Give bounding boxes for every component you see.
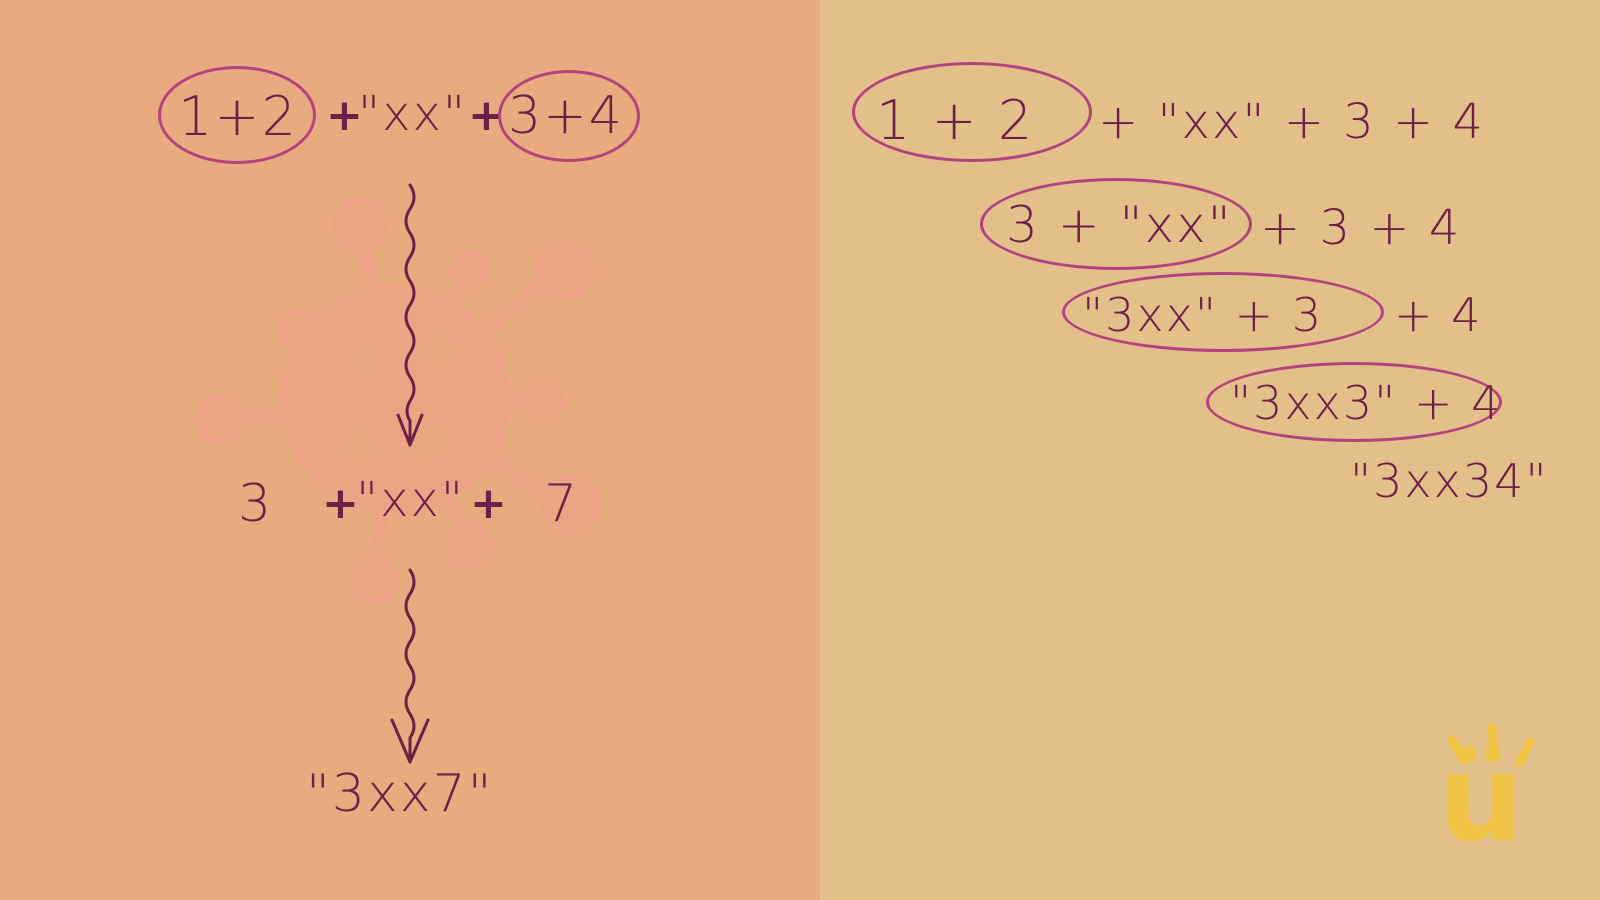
sun-rays-logo-icon (1447, 723, 1535, 767)
middle-string-literal: "xx" (356, 472, 465, 528)
step-2-rest: + 3 + 4 (1260, 200, 1462, 256)
group-b-text: 3+4 (508, 86, 624, 146)
middle-right-value: 7 (544, 474, 580, 534)
step-3-rest: + 4 (1394, 288, 1483, 342)
circle-step-2 (980, 178, 1252, 270)
step-1-circled: 1 + 2 (876, 89, 1035, 152)
arrow-down-icon (390, 183, 430, 764)
step-1-rest: + "xx" + 3 + 4 (1098, 94, 1485, 150)
right-panel: 1 + 2 + "xx" + 3 + 4 3 + "xx" + 3 + 4 "3… (820, 0, 1600, 900)
circle-step-3 (1062, 272, 1384, 352)
middle-op2: + (470, 478, 509, 529)
middle-left-value: 3 (238, 474, 274, 534)
group-a-text: 1+2 (178, 85, 298, 148)
circle-group-b (498, 70, 640, 162)
step-4-circled: "3xx3" + 4 (1230, 376, 1503, 430)
circle-step-1 (852, 62, 1092, 162)
logo-glyph: ü (1438, 730, 1524, 869)
step-3-circled: "3xx" + 3 (1082, 288, 1324, 342)
virus-watermark-icon (0, 0, 820, 900)
right-final-result: "3xx34" (1350, 454, 1549, 508)
step-2-circled: 3 + "xx" (1006, 196, 1233, 254)
circle-step-4 (1206, 362, 1502, 442)
top-op1: + (326, 90, 365, 141)
middle-op1: + (322, 478, 361, 529)
left-panel: 1+2 + "xx" + 3+4 3 + "xx" + 7 "3xx7" (0, 0, 820, 900)
circle-group-a (158, 66, 316, 164)
top-string-literal: "xx" (358, 86, 467, 142)
left-result: "3xx7" (306, 764, 494, 824)
